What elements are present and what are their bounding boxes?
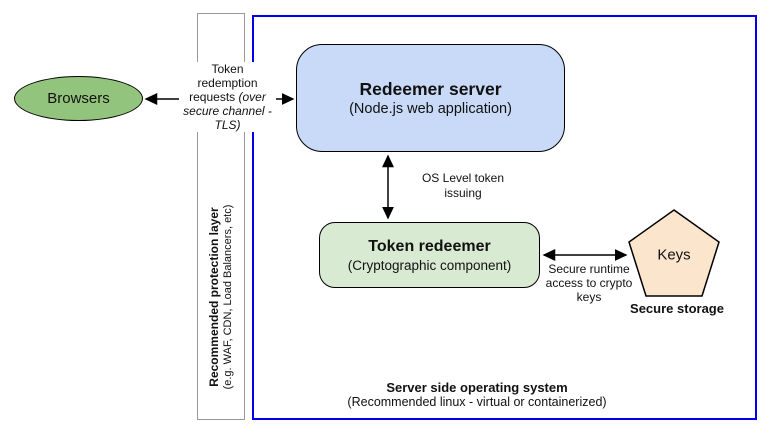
keys-label: Keys (657, 246, 691, 264)
browsers-label: Browsers (47, 90, 110, 107)
os-arrow-label: OS Level token issuing (403, 171, 523, 201)
browser-arrow-label-line1: Token (211, 62, 244, 76)
token-redeemer-title: Token redeemer (368, 237, 491, 255)
os-box-title: Server side operating system (386, 380, 568, 395)
os-boundary-box (252, 15, 757, 420)
keys-arrow-label-line1: Secure runtime (548, 262, 630, 276)
secure-storage-caption: Secure storage (630, 301, 724, 316)
os-box-subtitle: (Recommended linux - virtual or containe… (347, 395, 607, 409)
protection-layer-subtitle: (e.g. WAF, CDN, Load Balancers, etc) (222, 204, 234, 390)
keys-arrow-label-line3: keys (576, 290, 602, 304)
browser-arrow-label-line3-italic: (over (238, 90, 266, 104)
browser-arrow-label-line3: requests (over (179, 90, 276, 104)
browser-arrow-label: Token redemption requests (over secure c… (179, 62, 276, 132)
token-redeemer-subtitle: (Cryptographic component) (347, 257, 512, 273)
keys-arrow-label: Secure runtime access to crypto keys (538, 262, 640, 304)
protection-layer-title: Recommended protection layer (207, 207, 221, 387)
browser-arrow-label-line4-italic: secure channel - (183, 104, 272, 118)
browser-arrow-label-line5: TLS) (179, 118, 276, 132)
redeemer-server-node: Redeemer server (Node.js web application… (296, 44, 565, 152)
os-box-caption: Server side operating system (Recommende… (317, 380, 637, 410)
token-redeemer-node: Token redeemer (Cryptographic component) (319, 222, 540, 288)
browser-arrow-label-line2: redemption (197, 76, 258, 90)
os-arrow-label-line1: OS Level token (421, 171, 505, 185)
browser-arrow-label-line3-regular: requests (189, 90, 239, 104)
keys-arrow-label-line2: access to crypto (545, 276, 633, 290)
browser-arrow-label-line4: secure channel - (179, 104, 276, 118)
browser-arrow-label-line5-italic: TLS) (214, 118, 241, 132)
os-arrow-label-line2: issuing (444, 186, 482, 200)
browsers-node: Browsers (14, 76, 143, 121)
redeemer-server-subtitle: (Node.js web application) (349, 100, 512, 117)
protection-layer-label: Recommended protection layer (e.g. WAF, … (207, 185, 235, 409)
redeemer-server-title: Redeemer server (359, 78, 502, 99)
